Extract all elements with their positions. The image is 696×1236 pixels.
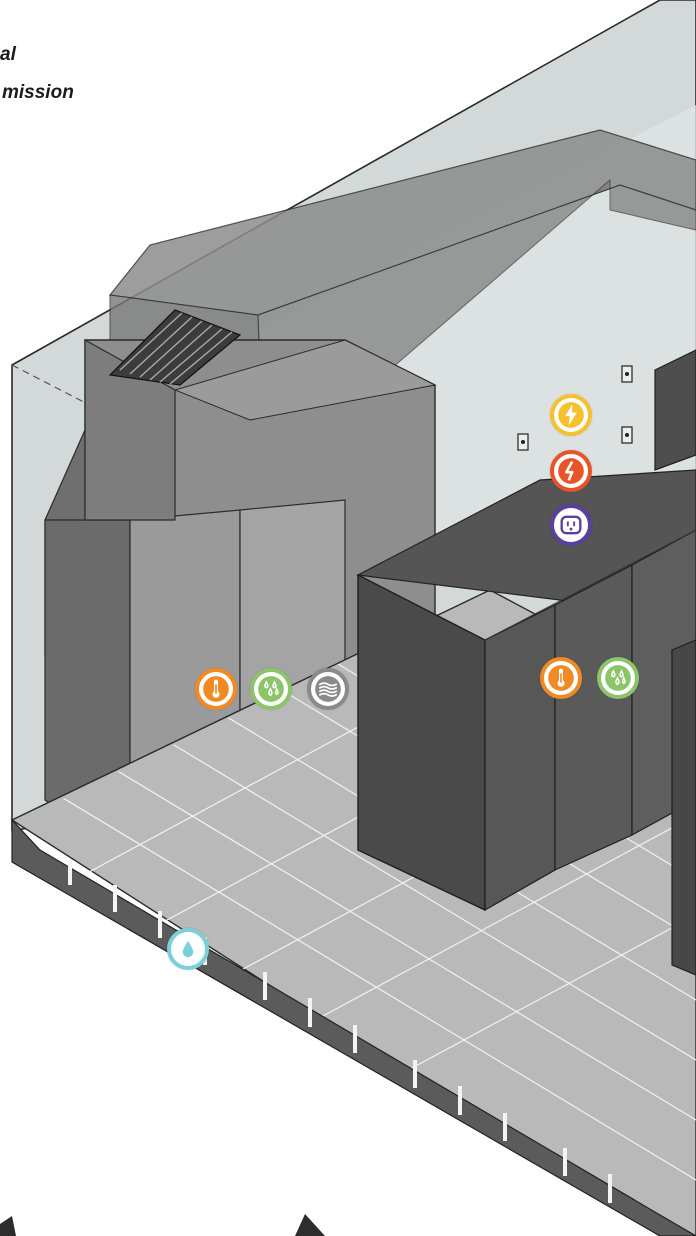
rack-humidity-badge[interactable] [597,657,639,699]
power-outlet-icon [560,515,582,535]
lightning-bolt-icon [558,402,584,428]
server-racks [356,349,696,976]
crac-temperature-badge[interactable] [195,668,237,710]
thermometer-icon [203,676,229,702]
water-droplets-icon [258,676,284,702]
electrical-hazard-icon [558,458,584,484]
water-droplets-icon [605,665,631,691]
caption-line-2: mission [2,82,74,103]
rack-temperature-badge[interactable] [540,657,582,699]
water-drop-icon [182,940,194,958]
outlet-badge[interactable] [550,504,592,546]
electrical-badge[interactable] [550,450,592,492]
airflow-icon [315,676,341,702]
floor-leak-badge[interactable] [167,928,209,970]
crac-humidity-badge[interactable] [250,668,292,710]
thermometer-icon [548,665,574,691]
caption-line-1: al [0,44,16,65]
bottom-left-fragment [0,1216,16,1236]
crac-airflow-badge[interactable] [307,668,349,710]
power-badge[interactable] [550,394,592,436]
bottom-center-fragment [295,1214,325,1236]
wall-outlets [517,365,633,451]
